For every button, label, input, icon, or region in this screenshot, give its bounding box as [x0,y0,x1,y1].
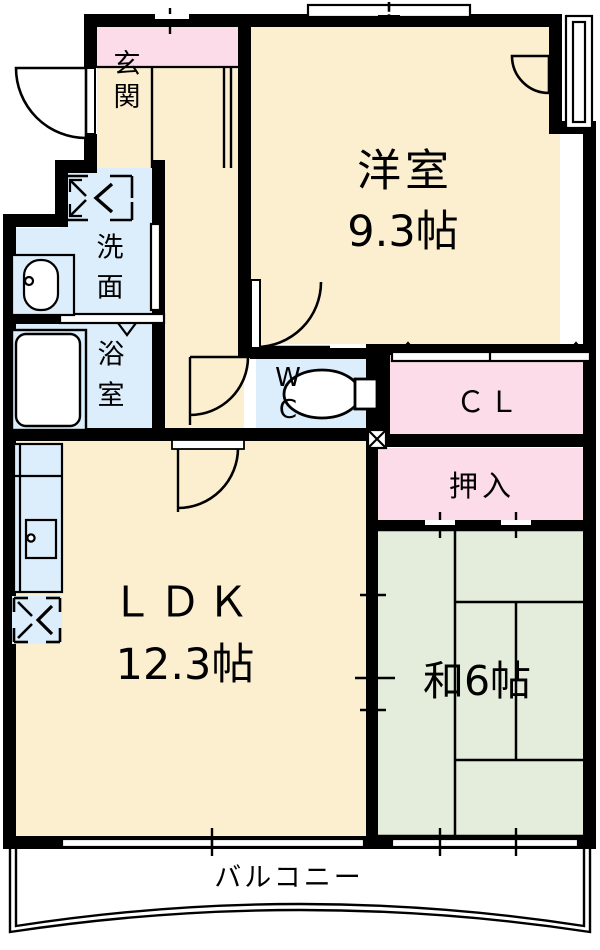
label-ldk-size: 12.3帖 [116,640,255,690]
label-genkan: 玄関 [109,49,140,115]
room-fill-cl [388,354,594,434]
cl-closet-doors [390,341,592,363]
door-swings [14,54,551,512]
label-senmen-1: 洗 [97,233,124,264]
balcony-outline [8,849,592,934]
label-ldk-name: ＬＤＫ [111,578,255,627]
window-ldk-south-1 [60,837,214,849]
wall-wc-bottom [250,430,390,441]
kitchen-counter-icon [12,442,64,594]
label-balcony: バルコニー [214,863,363,894]
sliding-doors [58,222,580,856]
wall-wc-top [250,348,390,359]
refrigerator-icon [12,596,62,644]
hall-swing-door [189,355,250,417]
room-fill-balcony [10,848,590,936]
label-wc-w: W [275,363,301,393]
wall-genkan-east [238,14,251,174]
wash-basin-icon [10,253,76,317]
entry-swing-door [14,66,88,140]
pipe-shaft-icon [366,428,388,450]
wall-hall-east [238,168,251,358]
washitsu-west-marks [355,593,395,712]
label-cl: ＣＬ [456,385,522,419]
wall-youshitsu-south [366,344,596,355]
bathtub-icon [10,328,88,432]
ldk-swing-door [177,446,240,510]
label-wc-c: C [279,395,297,425]
wall-cl-oshiire [366,434,596,447]
room-fill-washitsu [376,530,594,836]
room-fill-oshiire [376,448,594,524]
label-youshitsu-size: 9.3帖 [347,207,458,257]
balcony-ne-rail [571,20,587,124]
room-fill-ldk-upper [166,438,366,448]
label-bath-1: 浴 [98,340,125,371]
wall-oshiire-washitsu [366,520,596,531]
wall-right-lower [583,520,596,848]
window-ldk-south-2 [210,837,366,849]
wall-senmen-step [3,214,68,227]
wall-wc-east [378,348,390,441]
label-oshiire: 押入 [449,469,515,503]
window-washitsu-south [390,837,580,849]
room-fill-genkan-closet [92,27,244,67]
washing-machine-icon [64,174,134,222]
wall-ne-notch-v [549,14,562,134]
youshitsu-ne-door [510,54,551,95]
oshiire-marks [425,512,531,538]
wall-right-upper [583,121,596,536]
label-bath-2: 室 [98,381,125,412]
label-washitsu: 和6帖 [423,657,531,705]
room-labels: 玄関 洗 面 浴 室 W C 洋室 9.3帖 ＣＬ 押入 和6帖 ＬＤＫ 12.… [97,49,532,894]
toilet-icon [282,368,379,420]
label-senmen-2: 面 [97,273,124,304]
senmen-sliding-door [149,222,162,312]
room-fill-senmen-upper [60,168,158,228]
bath-sliding-door [58,312,166,325]
fixtures [10,174,592,712]
label-youshitsu-name: 洋室 [357,146,453,197]
